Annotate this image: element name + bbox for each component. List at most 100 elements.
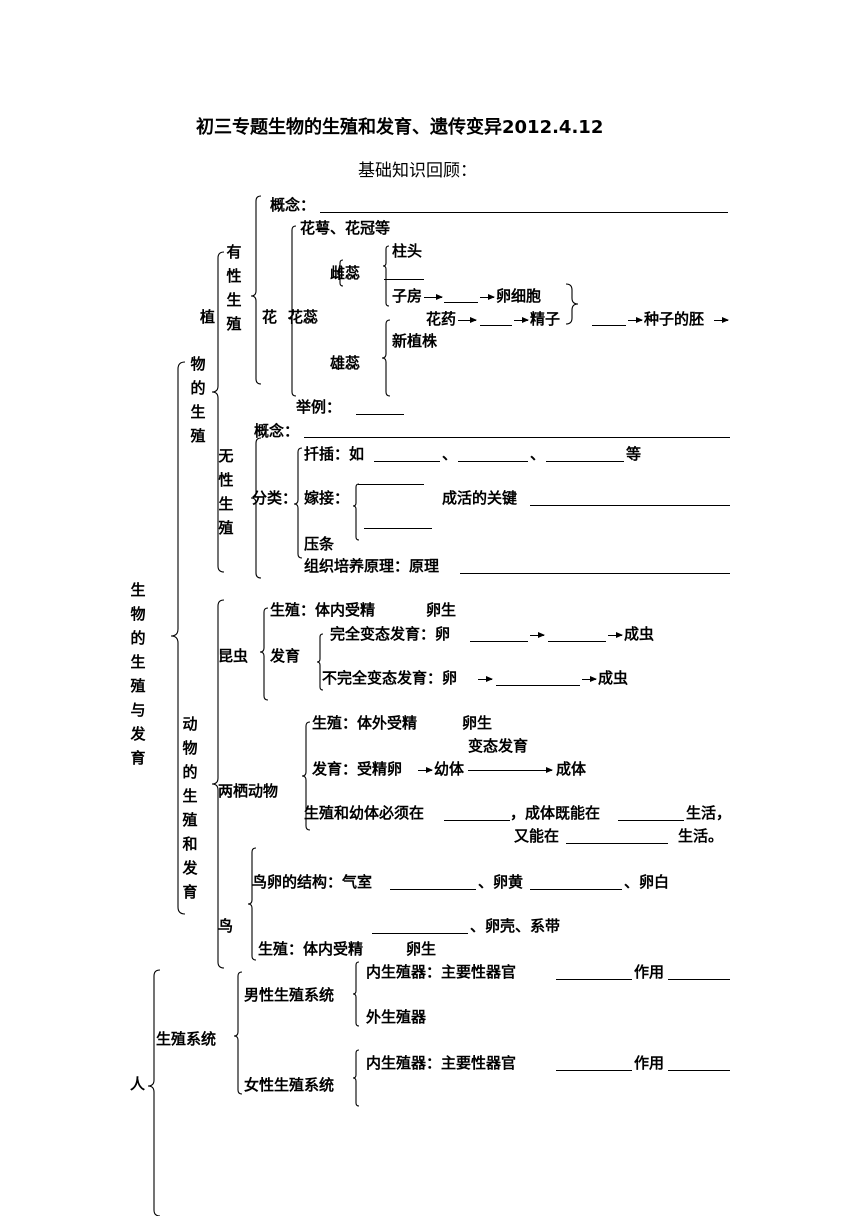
page-title: 初三专题生物的生殖和发育、遗传变异2012.4.12: [196, 117, 604, 138]
env-text-b: ，成体既能在: [510, 804, 601, 822]
style-blank: [384, 279, 424, 280]
bird-label: 鸟: [218, 917, 234, 935]
larva-blank: [470, 641, 528, 642]
anther-label: 花药: [426, 310, 457, 328]
asexual-label-top: 无性生殖: [218, 447, 234, 537]
page-subtitle: 基础知识回顾：: [358, 161, 477, 181]
sexual-example: 举例：: [296, 398, 342, 416]
flower-parts: 花萼、花冠等: [300, 219, 391, 237]
sperm-label: 精子: [530, 310, 561, 328]
brace-10: [211, 599, 225, 969]
cutting-blank-2: [458, 461, 528, 462]
male-function-label: 作用: [634, 963, 665, 981]
tissue-culture-blank: [460, 573, 730, 574]
pollen-blank: [480, 325, 512, 326]
repro-system-label: 生殖系统: [156, 1030, 217, 1048]
graft-blank-stock: [364, 528, 432, 529]
incomplete-arrow-1: [478, 676, 493, 682]
brace-6: [381, 319, 391, 397]
brace-12: [316, 633, 324, 691]
cutting-sep-1: 、: [442, 445, 458, 463]
yolk-label: 、卵黄: [478, 873, 524, 891]
larva-label: 幼体: [434, 760, 465, 778]
bird-oviparous: 卵生: [406, 940, 437, 958]
insect-repro: 生殖：体内受精: [270, 601, 376, 619]
ovule-blank: [444, 302, 478, 303]
human-label: 人: [130, 1075, 146, 1093]
tissue-culture-label: 组织培养原理：原理: [304, 557, 440, 575]
graft-key-label: 成活的关键: [442, 489, 518, 507]
brace-7: [250, 437, 262, 579]
sexual-label: 有性生殖: [226, 243, 242, 333]
embryo-label: 种子的胚: [644, 310, 705, 328]
embryo-arrow: [714, 317, 729, 323]
grafting-label: 嫁接：: [304, 489, 350, 507]
brace-5: [382, 245, 390, 307]
graft-key-blank: [530, 505, 730, 506]
amphibian-arrow-1: [418, 767, 433, 773]
bird-repro: 生殖：体内受精: [258, 940, 364, 958]
brace-2: [250, 195, 262, 385]
zygote-arrow: [628, 317, 643, 323]
pistil-label: 雌蕊: [330, 264, 361, 282]
cutting-blank-3: [546, 461, 624, 462]
stigma-label: 柱头: [392, 242, 423, 260]
shell-label: 、卵壳、系带: [470, 917, 561, 935]
ovule-arrow: [480, 294, 495, 300]
new-plant-label: 新植株: [392, 332, 438, 350]
brace-fertilization: [565, 283, 579, 325]
complete-adult: 成虫: [624, 625, 655, 643]
env-text-c: 生活，: [686, 804, 732, 822]
env-blank-3: [566, 843, 668, 844]
female-organ-blank: [556, 1070, 632, 1071]
stamen-label: 雄蕊: [330, 354, 361, 372]
layering-label: 压条: [304, 535, 335, 553]
complete-metamorphosis: 完全变态发育：卵: [330, 625, 451, 643]
brace-16: [233, 971, 243, 1095]
flower-label: 花: [262, 308, 278, 326]
cutting-etc: 等: [626, 445, 642, 463]
cutting-blank-1: [374, 461, 440, 462]
plant-label-right: 物的生殖: [190, 355, 206, 445]
brace-13: [301, 721, 311, 831]
insect-develop: 发育: [270, 647, 301, 665]
classify-label: 分类：: [252, 489, 298, 507]
adult-label: 成体: [556, 760, 587, 778]
male-system-label: 男性生殖系统: [244, 986, 335, 1004]
air-cell-blank: [390, 889, 476, 890]
env-text-d: 又能在: [514, 827, 560, 845]
incomplete-arrow-2: [582, 676, 597, 682]
animal-label: 动物的生殖和发育: [182, 715, 198, 901]
insect-label: 昆虫: [218, 647, 249, 665]
asexual-concept-blank: [304, 437, 730, 438]
cutting-label: 扦插：如: [304, 445, 365, 463]
female-system-label: 女性生殖系统: [244, 1076, 335, 1094]
bird-egg-structure: 鸟卵的结构：气室: [252, 873, 373, 891]
pollen-arrow: [514, 317, 529, 323]
cutting-sep-2: 、: [530, 445, 546, 463]
brace-9: [352, 483, 360, 541]
male-function-blank: [668, 979, 730, 980]
brace-3: [287, 225, 297, 397]
amphibian-develop: 发育：受精卵: [312, 760, 403, 778]
female-function-label: 作用: [634, 1054, 665, 1072]
stamen-pistil-label: 花蕊: [288, 308, 319, 326]
root-label: 生物的生殖与发育: [130, 581, 146, 767]
env-blank-2: [618, 820, 684, 821]
brace-4: [336, 259, 344, 287]
brace-8: [293, 447, 303, 559]
white-label: 、卵白: [624, 873, 670, 891]
brace-1: [211, 251, 225, 573]
sexual-concept: 概念：: [270, 196, 316, 214]
brace-17: [352, 961, 360, 1027]
incomplete-adult: 成虫: [598, 669, 629, 687]
female-internal-label: 内生殖器：主要性器官: [366, 1054, 517, 1072]
plant-label-left: 植: [200, 308, 216, 326]
brace-18: [352, 1049, 360, 1107]
amphibian-repro: 生殖：体外受精: [312, 714, 418, 732]
example-blank: [356, 414, 404, 415]
yolk-blank: [530, 889, 622, 890]
insect-oviparous: 卵生: [426, 601, 457, 619]
env-text-a: 生殖和幼体必须在: [304, 804, 425, 822]
